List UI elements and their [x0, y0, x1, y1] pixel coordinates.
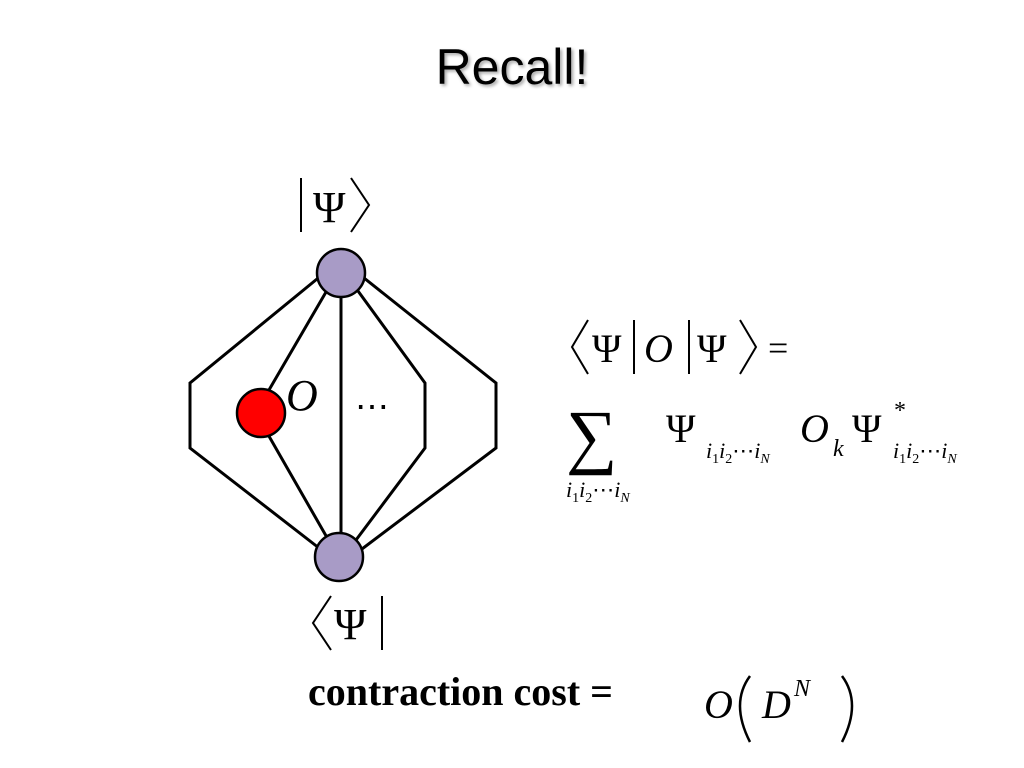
- inner-right-bond: [348, 279, 427, 549]
- ellipsis-label: ⋯: [355, 389, 389, 426]
- svg-text:O: O: [704, 682, 733, 727]
- bra-tensor-node: [313, 531, 365, 583]
- expectation-equation: Ψ O Ψ = ∑ i1i2⋯iN Ψ i1i2⋯iN O k Ψ * i1i2…: [566, 319, 957, 506]
- slide-title: Recall!: [435, 39, 589, 95]
- svg-text:Ψ: Ψ: [666, 406, 696, 451]
- ket-tensor-node: [315, 247, 367, 299]
- svg-text:*: *: [894, 398, 906, 424]
- svg-text:i1i2⋯iN: i1i2⋯iN: [706, 438, 770, 467]
- contraction-cost-label: contraction cost =: [308, 669, 613, 714]
- svg-text:N: N: [793, 676, 812, 702]
- bra-psi-text: Ψ: [334, 600, 367, 649]
- svg-text:i1i2⋯iN: i1i2⋯iN: [566, 477, 630, 506]
- svg-text:Ψ: Ψ: [697, 326, 727, 371]
- operator-node: [235, 387, 287, 439]
- ket-psi-text: Ψ: [313, 183, 346, 232]
- svg-text:O: O: [644, 326, 673, 371]
- operator-label: O: [286, 371, 318, 420]
- bra-label: Ψ: [311, 595, 383, 651]
- svg-text:k: k: [833, 436, 844, 462]
- svg-text:i1i2⋯iN: i1i2⋯iN: [893, 438, 957, 467]
- svg-text:=: =: [768, 328, 788, 368]
- outer-right-bond: [353, 268, 498, 557]
- svg-text:D: D: [761, 682, 791, 727]
- svg-text:∑: ∑: [566, 396, 617, 476]
- svg-text:Ψ: Ψ: [592, 326, 622, 371]
- svg-text:Ψ: Ψ: [852, 406, 882, 451]
- outer-left-bond: [188, 268, 329, 557]
- svg-text:O: O: [800, 406, 829, 451]
- ket-label: Ψ: [300, 177, 371, 233]
- cost-formula: O D N: [704, 675, 854, 743]
